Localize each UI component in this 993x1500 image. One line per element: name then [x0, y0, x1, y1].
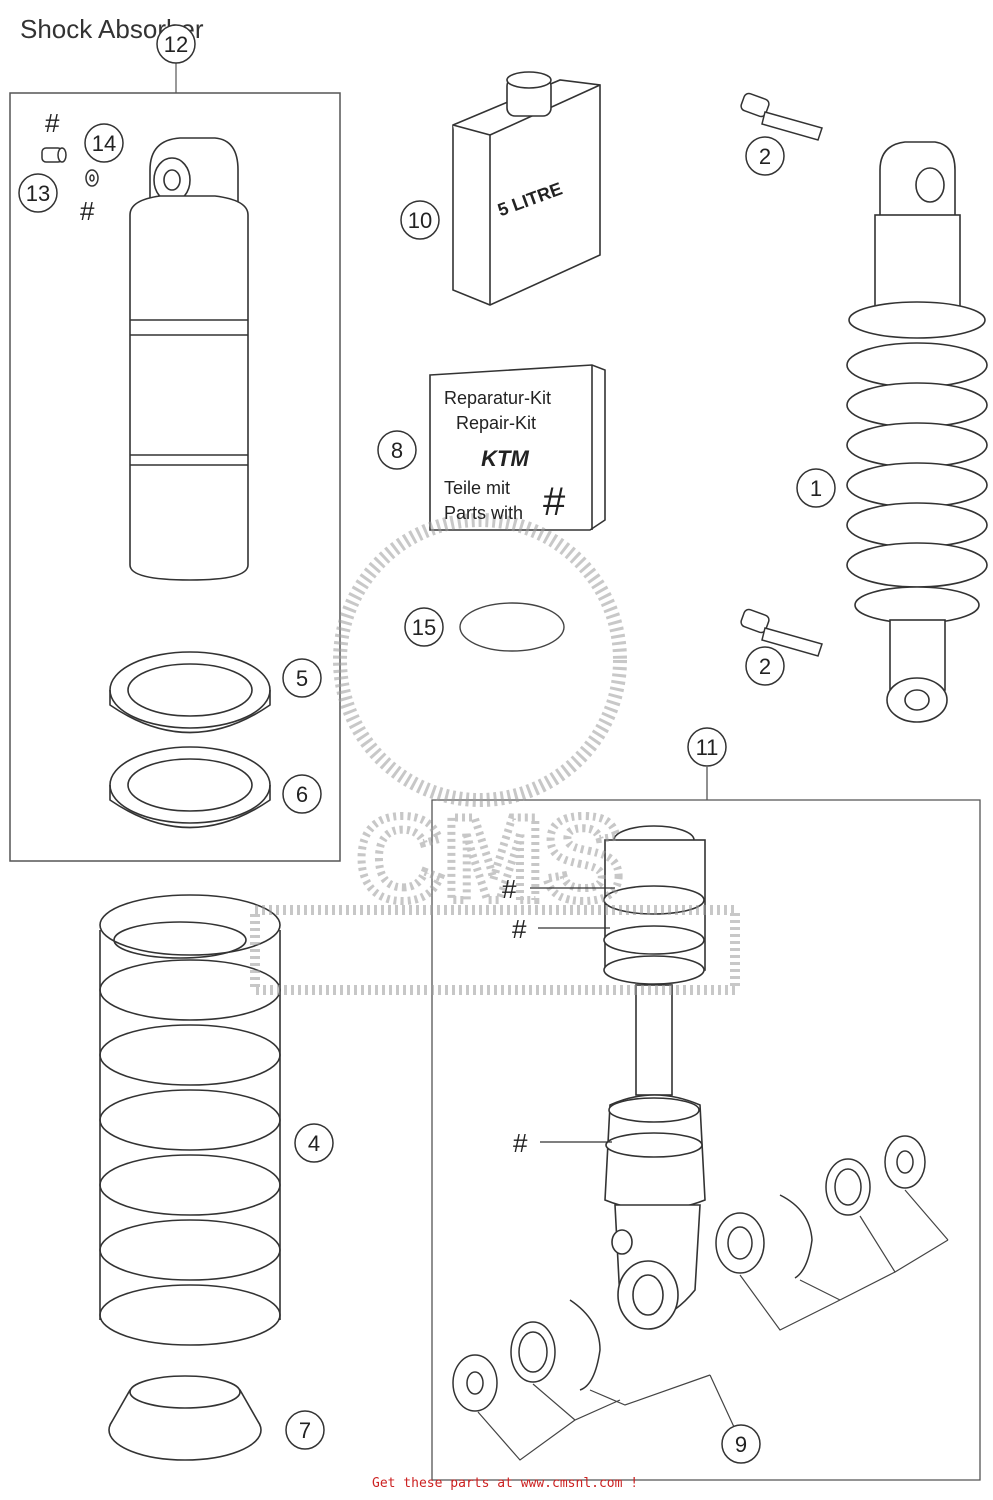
hash-mark-damper-body: # — [513, 1128, 528, 1158]
o-ring-part-15 — [459, 602, 565, 652]
watermark-text: CMS — [357, 792, 624, 926]
shock-absorber-assembly-part-1 — [846, 141, 988, 723]
repair-kit-hash: # — [543, 480, 566, 524]
washer-part-14 — [85, 169, 99, 187]
callout-12: 12 — [164, 32, 188, 57]
callout-9: 9 — [735, 1432, 747, 1457]
hash-mark-14: # — [80, 196, 95, 226]
bolt-part-2-bottom — [740, 608, 823, 657]
footer-link-text[interactable]: Get these parts at www.cmsnl.com ! — [372, 1476, 639, 1491]
callout-10: 10 — [408, 208, 432, 233]
spring-retainer-part-7 — [108, 1375, 262, 1461]
callout-2-bottom: 2 — [759, 654, 771, 679]
adjusting-ring-part-5 — [109, 651, 271, 734]
callout-4: 4 — [308, 1131, 320, 1156]
watermark-logo: CMS — [250, 513, 740, 995]
group-box-11 — [431, 767, 981, 1481]
callout-13: 13 — [26, 181, 50, 206]
adjusting-ring-part-6 — [109, 746, 271, 829]
bolt-part-2-top — [740, 92, 823, 141]
repair-kit-line2: Repair-Kit — [456, 413, 536, 433]
callout-14: 14 — [92, 131, 116, 156]
callout-2-top: 2 — [759, 144, 771, 169]
ktm-logo: KTM — [481, 446, 529, 471]
repair-kit-line3: Teile mit — [444, 478, 510, 498]
oil-can-part-10 — [452, 71, 601, 306]
hash-mark-damper-lower: # — [512, 914, 527, 944]
repair-kit-box — [429, 364, 606, 531]
callout-6: 6 — [296, 782, 308, 807]
hash-mark-13: # — [45, 108, 60, 138]
callout-7: 7 — [299, 1418, 311, 1443]
bushing-part-13 — [41, 147, 67, 163]
callout-11: 11 — [696, 735, 719, 760]
callout-8: 8 — [391, 438, 403, 463]
callout-15: 15 — [412, 615, 436, 640]
hash-mark-damper-upper: # — [502, 874, 517, 904]
callout-1: 1 — [810, 476, 822, 501]
shock-body-part — [129, 137, 249, 581]
repair-kit-line4: Parts with — [444, 503, 523, 523]
spring-part-4 — [99, 894, 281, 1346]
repair-kit-line1: Reparatur-Kit — [444, 388, 551, 408]
callout-5: 5 — [296, 666, 308, 691]
group-box-12 — [9, 92, 341, 862]
